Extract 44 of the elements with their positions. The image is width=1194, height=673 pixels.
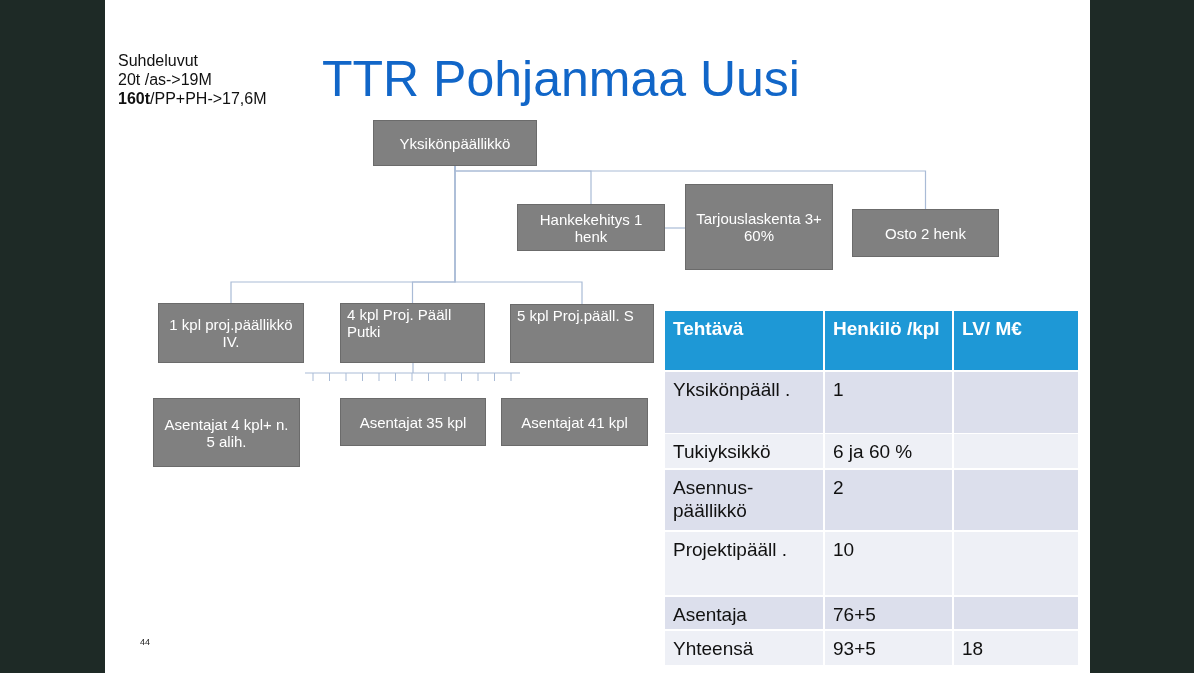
box-label: Osto 2 henk: [885, 224, 966, 242]
box-label: Tarjouslaskenta 3+ 60%: [695, 210, 823, 244]
table-cell: 93+5: [825, 631, 952, 665]
connector-line: [412, 362, 414, 374]
ratio-note: 160t/PP+PH->17,6M: [118, 90, 267, 108]
box-label: Asentajat 4 kpl+ n. 5 alih.: [163, 415, 290, 450]
table-cell: 76+5: [825, 597, 952, 629]
box-label: 1 kpl proj.päällikkö IV.: [168, 316, 294, 350]
box-label: Yksikönpäällikkö: [399, 134, 511, 152]
connector-line: [664, 227, 686, 229]
org-box: [852, 209, 999, 257]
ratio-note: Suhdeluvut: [118, 52, 199, 70]
table-cell: 18: [954, 631, 1078, 665]
box-label: 4 kpl Proj. Pääll Putki: [347, 306, 453, 340]
org-box: [340, 303, 485, 363]
org-box: [340, 398, 486, 446]
org-box: [517, 204, 665, 251]
org-box: [373, 120, 537, 166]
table-cell: Asentaja: [665, 597, 823, 629]
box-label: Asentajat 41 kpl: [521, 413, 628, 431]
table-cell: 1: [825, 372, 952, 433]
org-box: [153, 398, 300, 467]
table-cell: Yhteensä: [665, 631, 823, 665]
table-cell: Asennus- päällikkö: [665, 470, 823, 530]
org-box: [158, 303, 304, 363]
org-box: [685, 184, 833, 270]
table-cell: 6 ja 60 %: [825, 434, 952, 468]
header-cell: Henkilö /kpl: [825, 311, 952, 370]
title: TTR Pohjanmaa Uusi: [322, 50, 800, 108]
org-box: [510, 304, 654, 363]
box-label: Hankekehitys 1 henk: [538, 210, 644, 245]
table-cell: Projektipääll .: [665, 532, 823, 595]
ratio-note: 20t /as->19M: [118, 71, 212, 89]
org-box: [501, 398, 648, 446]
table-cell: Yksikönpääll .: [665, 372, 823, 433]
header-cell: LV/ M€: [954, 311, 1078, 370]
box-label: 5 kpl Proj.pääll. S: [517, 307, 634, 324]
box-label: Asentajat 35 kpl: [359, 413, 467, 431]
page-number: 44: [140, 637, 150, 647]
table-cell: 10: [825, 532, 952, 595]
connector-line: [454, 165, 583, 305]
table-cell: Tukiyksikkö: [665, 434, 823, 468]
header-cell: Tehtävä: [665, 311, 823, 370]
table-cell: 2: [825, 470, 952, 530]
